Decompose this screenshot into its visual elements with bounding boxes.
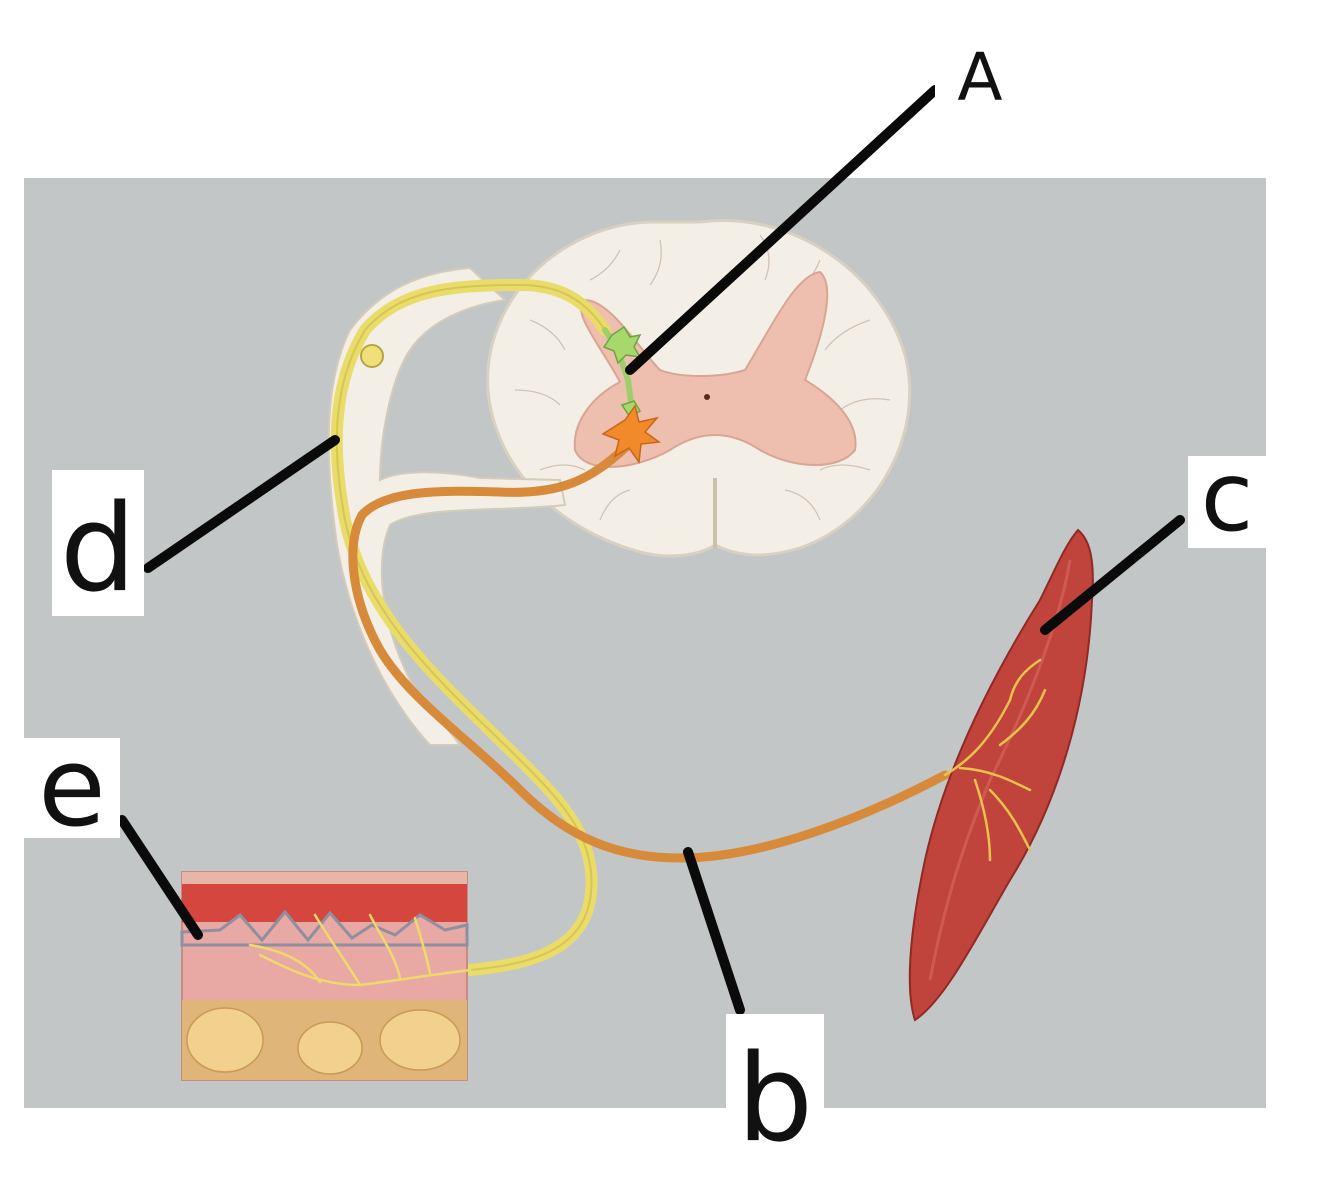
label-c: c — [1188, 441, 1266, 553]
pointer-line-b — [683, 847, 745, 1015]
label-d: d — [52, 470, 144, 619]
central-canal — [704, 394, 710, 400]
pointer-line-e — [117, 815, 203, 940]
pointer-line-d — [143, 435, 340, 573]
label-e-text: e — [38, 723, 106, 851]
pointer-line-c — [1040, 515, 1185, 635]
label-e: e — [24, 723, 120, 851]
label-a: A — [935, 39, 1025, 116]
motor-neuron-cell-body-icon — [601, 404, 662, 465]
label-b: b — [726, 1014, 824, 1169]
label-b-text: b — [737, 1030, 813, 1169]
label-d-text: d — [60, 480, 136, 619]
pointer-lines — [117, 85, 1185, 1015]
motor-neuron — [348, 404, 950, 863]
motor-axon — [348, 443, 950, 863]
skin-block — [180, 871, 472, 1081]
label-c-text: c — [1201, 441, 1254, 553]
spinal-cord-gray-matter — [573, 270, 857, 468]
dorsal-root-ganglion-icon — [360, 344, 384, 368]
label-a-text: A — [957, 39, 1002, 116]
muscle-icon — [908, 528, 1094, 1022]
pointer-line-a — [625, 85, 940, 375]
